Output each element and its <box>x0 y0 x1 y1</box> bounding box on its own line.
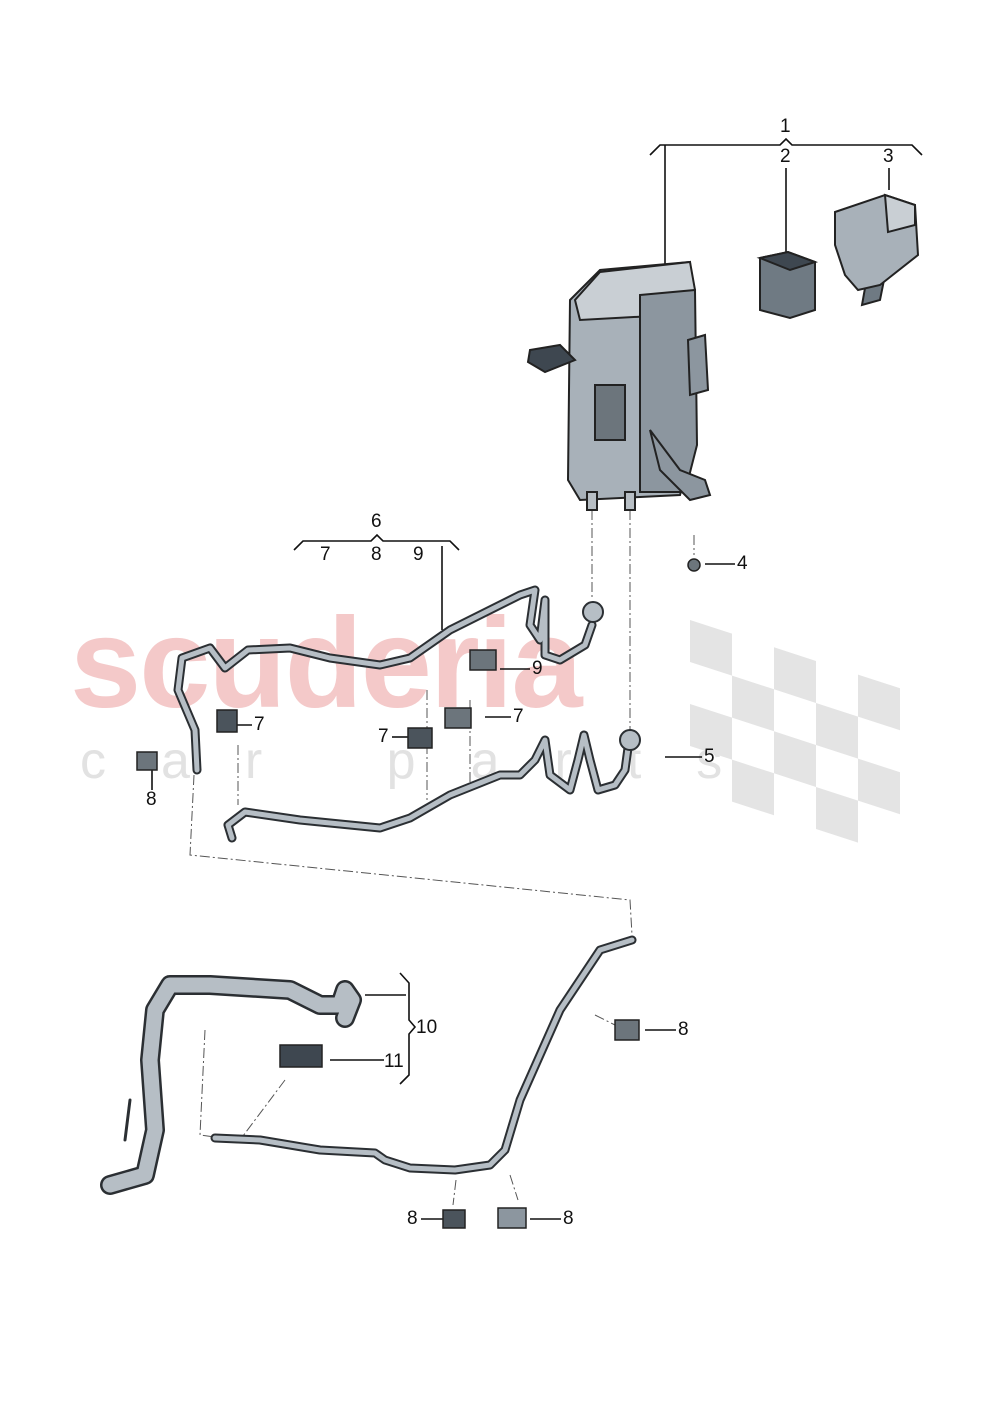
filter-insert <box>756 250 819 320</box>
clip-part-7 <box>407 727 433 749</box>
callout-7: 7 <box>378 726 389 747</box>
callout-2: 2 <box>780 146 791 167</box>
callout-8: 8 <box>563 1208 574 1229</box>
callout-9: 9 <box>532 658 543 679</box>
callout-3: 3 <box>883 146 894 167</box>
holder-bracket <box>834 193 920 292</box>
vent-hose-lower <box>223 729 641 843</box>
callout-8: 8 <box>678 1019 689 1040</box>
clip-part-8 <box>442 1209 466 1229</box>
callout-7-group: 7 <box>320 544 331 565</box>
callout-8: 8 <box>146 789 157 810</box>
callout-8-group: 8 <box>371 544 382 565</box>
clip-part-8 <box>136 751 158 771</box>
clip-part-8 <box>497 1207 527 1229</box>
bracket-group-1 <box>649 137 923 270</box>
clip-part-7 <box>216 709 238 733</box>
nut-part-4 <box>687 558 701 572</box>
clip-part-7 <box>444 707 472 729</box>
callout-11: 11 <box>384 1051 404 1072</box>
bracket-group-6 <box>293 533 460 630</box>
callout-8: 8 <box>407 1208 418 1229</box>
callout-1: 1 <box>780 116 791 137</box>
callout-10: 10 <box>416 1017 438 1038</box>
callout-5: 5 <box>704 746 715 767</box>
vent-hose-upper <box>173 585 604 775</box>
watermark-scuderia: scuderia <box>70 592 582 735</box>
fuel-line-long <box>210 935 637 1175</box>
callout-7: 7 <box>254 714 265 735</box>
filler-neck-pipe <box>100 975 362 1195</box>
callout-9-group: 9 <box>413 544 424 565</box>
bracket-group-10 <box>330 972 417 1085</box>
checkered-flag-watermark <box>690 620 900 843</box>
clips <box>136 649 640 1229</box>
clip-part-11 <box>279 1044 323 1068</box>
charcoal-canister <box>526 213 902 511</box>
clip-part-9 <box>469 649 497 671</box>
clip-part-8 <box>614 1019 640 1041</box>
callout-4: 4 <box>737 553 748 574</box>
callout-6: 6 <box>371 511 382 532</box>
callout-7: 7 <box>513 706 524 727</box>
